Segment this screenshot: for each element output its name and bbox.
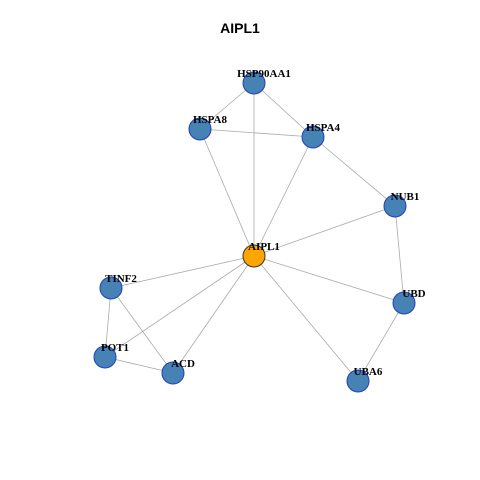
- edge-hsp90aa1-hspa8: [199, 82, 255, 130]
- node-label-uba6: UBA6: [354, 366, 383, 378]
- node-label-hspa4: HSPA4: [306, 122, 341, 134]
- edge-aipl1-pot1: [104, 255, 255, 358]
- edge-tinf2-acd: [110, 287, 174, 374]
- node-label-acd: ACD: [171, 358, 195, 370]
- node-aipl1[interactable]: [242, 244, 266, 268]
- edge-hspa8-hspa4: [199, 128, 314, 138]
- edge-tinf2-pot1: [104, 287, 112, 358]
- edge-hspa4-nub1: [312, 136, 396, 207]
- node-label-tinf2: TINF2: [105, 273, 137, 285]
- edge-aipl1-uba6: [253, 255, 359, 382]
- node-pot1[interactable]: [93, 345, 117, 369]
- node-ubd[interactable]: [392, 291, 416, 315]
- node-label-aipl1: AIPL1: [248, 241, 280, 253]
- node-nub1[interactable]: [383, 194, 407, 218]
- node-uba6[interactable]: [346, 369, 370, 393]
- node-label-ubd: UBD: [402, 288, 425, 300]
- edge-aipl1-hspa8: [199, 128, 255, 257]
- node-hsp90aa1[interactable]: [242, 71, 266, 95]
- edge-aipl1-acd: [172, 255, 255, 374]
- edge-hsp90aa1-hspa4: [253, 82, 314, 138]
- node-hspa4[interactable]: [301, 125, 325, 149]
- node-layer: [93, 71, 416, 393]
- edge-ubd-uba6: [357, 302, 405, 382]
- graph-title: AIPL1: [220, 20, 260, 36]
- edge-pot1-acd: [104, 356, 174, 374]
- node-acd[interactable]: [161, 361, 185, 385]
- edge-aipl1-hspa4: [253, 136, 314, 257]
- node-tinf2[interactable]: [99, 276, 123, 300]
- node-label-hspa8: HSPA8: [193, 114, 228, 126]
- node-label-pot1: POT1: [101, 342, 129, 354]
- edge-aipl1-tinf2: [110, 255, 255, 289]
- node-label-nub1: NUB1: [391, 191, 420, 203]
- edge-nub1-ubd: [394, 205, 405, 304]
- edge-aipl1-ubd: [253, 255, 405, 304]
- node-label-hsp90aa1: HSP90AA1: [237, 68, 291, 80]
- edge-aipl1-nub1: [253, 205, 396, 257]
- edge-layer: [104, 82, 405, 382]
- node-hspa8[interactable]: [188, 117, 212, 141]
